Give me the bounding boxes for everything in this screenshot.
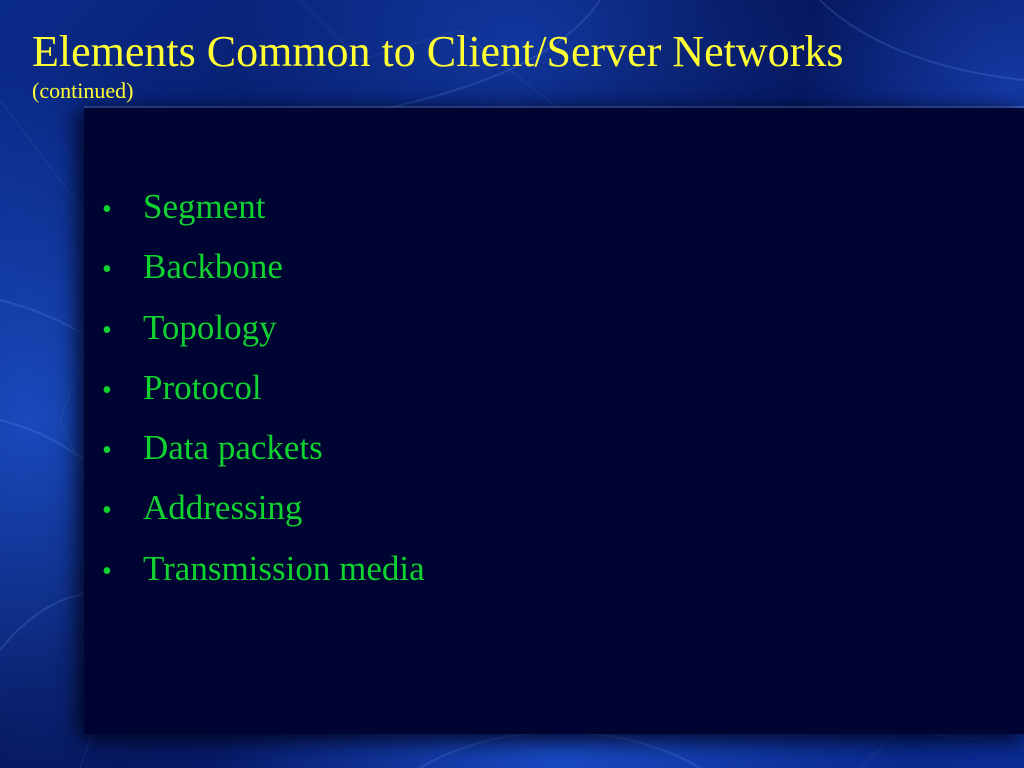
slide-subtitle: (continued) [32,78,134,103]
bullet-dot-icon: • [102,314,112,346]
bullet-item: • Data packets [102,419,425,479]
bullet-item: • Transmission media [102,540,425,600]
bullet-list: • Segment • Backbone • Topology • Protocol •… [102,178,425,600]
title-block: Elements Common to Client/Server Network… [32,26,1012,104]
bullet-item: • Backbone [102,238,425,298]
bullet-text: Backbone [143,247,283,287]
panel-top-edge [84,106,1024,108]
bullet-item: • Topology [102,299,425,359]
bullet-dot-icon: • [102,254,112,286]
bullet-dot-icon: • [102,435,112,467]
bullet-text: Topology [143,307,277,347]
bullet-item: • Addressing [102,479,425,539]
bullet-dot-icon: • [102,495,112,527]
bullet-dot-icon: • [102,555,112,587]
bullet-text: Transmission media [143,548,425,588]
bullet-dot-icon: • [102,374,112,406]
content-panel [84,108,1024,734]
bullet-text: Data packets [143,428,323,468]
bullet-text: Protocol [143,367,262,407]
bullet-text: Segment [143,187,266,226]
bullet-dot-icon: • [102,194,112,225]
bullet-text: Addressing [143,488,303,528]
bullet-item: • Protocol [102,359,425,419]
bullet-item: • Segment [102,178,425,238]
slide-title: Elements Common to Client/Server Network… [32,27,844,76]
